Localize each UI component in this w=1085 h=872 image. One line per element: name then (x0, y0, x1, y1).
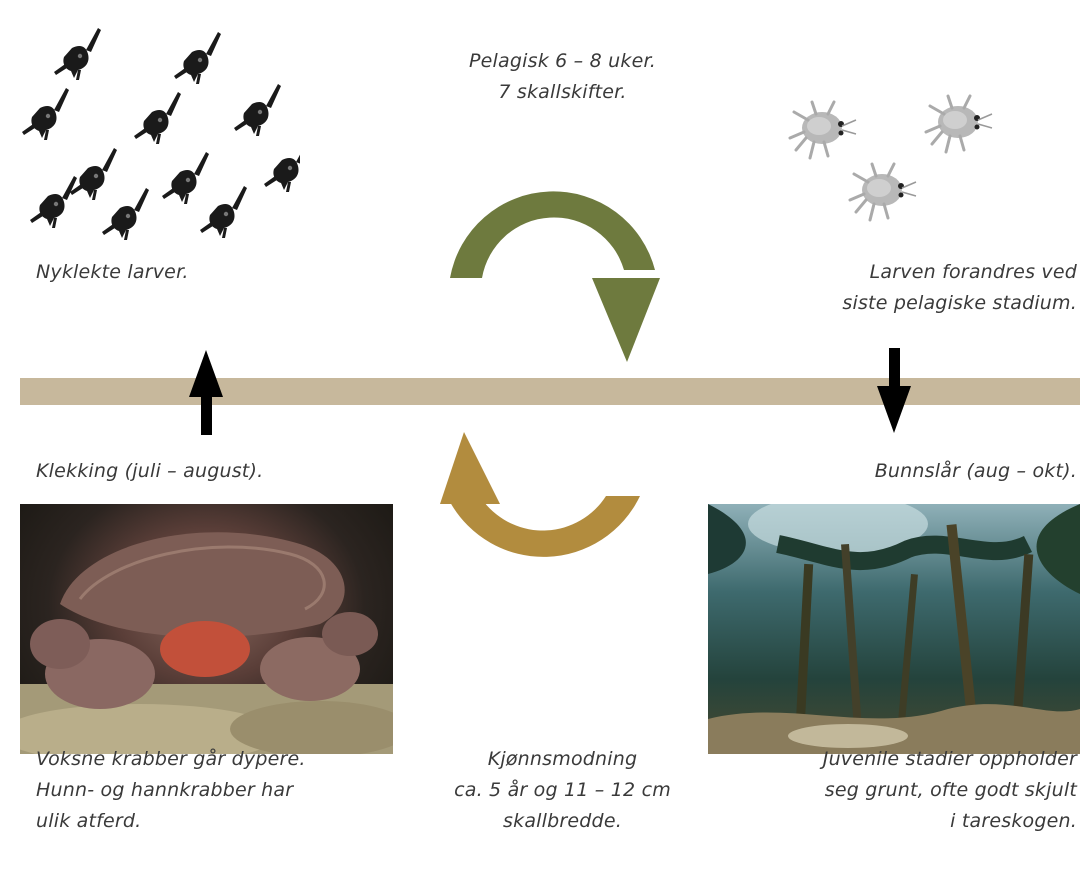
pelagic-stage-label: Pelagisk 6 – 8 uker. 7 skallskifter. (469, 50, 656, 103)
hatching-label: Klekking (juli – august). (36, 460, 264, 482)
settlement-label: Bunnslår (aug – okt). (874, 460, 1077, 482)
juvenile-stages-label: Juvenile stadier oppholder seg grunt, of… (822, 748, 1077, 832)
adult-crab-photo (20, 504, 393, 754)
kelp-forest-photo (708, 504, 1080, 754)
adult-crabs-label: Voksne krabber går dypere. Hunn- og hann… (36, 748, 306, 832)
larva-changes-label: Larven forandres ved siste pelagiske sta… (842, 261, 1077, 314)
hatched-larvae-label: Nyklekte larver. (36, 261, 189, 283)
maturity-label: Kjønnsmodning ca. 5 år og 11 – 12 cm ska… (454, 748, 671, 832)
